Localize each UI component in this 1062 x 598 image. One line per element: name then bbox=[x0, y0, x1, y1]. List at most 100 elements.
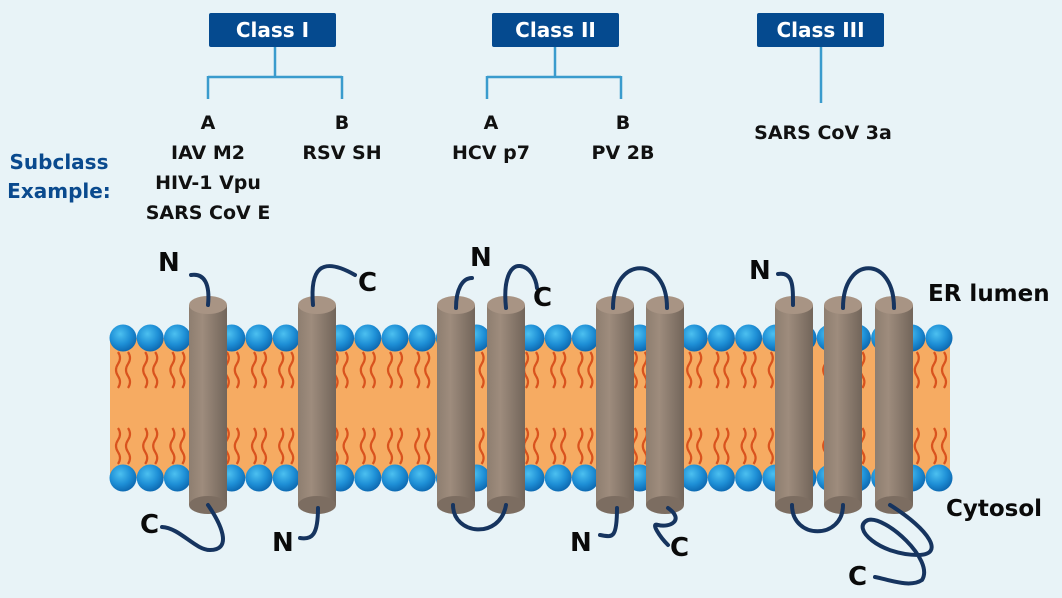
lipid-tail bbox=[169, 427, 176, 465]
example-protein: RSV SH bbox=[302, 142, 382, 164]
transmembrane-helix bbox=[596, 296, 634, 514]
lipid-tail bbox=[913, 351, 920, 389]
lipid-tail bbox=[414, 351, 421, 389]
lipid-head bbox=[381, 464, 409, 492]
transmembrane-helix bbox=[298, 296, 336, 514]
lipid-head bbox=[245, 464, 273, 492]
er-lumen-label: ER lumen bbox=[928, 281, 1050, 307]
loop-i-b-lumen bbox=[310, 264, 357, 307]
lipid-tail bbox=[686, 427, 693, 465]
terminus-label: N bbox=[749, 256, 771, 286]
lipid-head bbox=[109, 464, 137, 492]
terminus-label: N bbox=[570, 528, 592, 558]
lipid-head bbox=[707, 324, 735, 352]
terminus-label: N bbox=[272, 528, 294, 558]
lipid-tail bbox=[750, 427, 757, 465]
lipid-head bbox=[163, 464, 191, 492]
lipid-tail bbox=[114, 351, 122, 389]
lipid-tail bbox=[587, 351, 594, 389]
lipid-tail bbox=[386, 351, 394, 389]
class-iii-subclass: SARS CoV 3a bbox=[735, 118, 911, 148]
transmembrane-helix bbox=[875, 296, 913, 514]
lipid-head bbox=[272, 464, 300, 492]
lipid-head bbox=[707, 464, 735, 492]
lipid-tail bbox=[560, 427, 567, 465]
lipid-tail bbox=[250, 351, 258, 389]
loop-ii-a-cytosol bbox=[451, 503, 508, 532]
lipid-tail bbox=[940, 427, 948, 465]
lipid-tail bbox=[560, 351, 567, 389]
lipid-tail bbox=[930, 351, 938, 389]
lipid-tail bbox=[369, 351, 376, 389]
lipid-tail bbox=[750, 351, 757, 389]
lipid-tail bbox=[142, 351, 149, 389]
transmembrane-helix bbox=[189, 296, 227, 514]
lipid-head bbox=[245, 324, 273, 352]
lipid-head bbox=[571, 324, 599, 352]
lipid-tail bbox=[288, 351, 295, 389]
lipid-tail bbox=[767, 427, 774, 465]
lipid-tail bbox=[359, 351, 366, 389]
lipid-head bbox=[571, 464, 599, 492]
example-protein: HIV-1 Vpu bbox=[155, 172, 261, 194]
lipid-tail bbox=[577, 351, 584, 389]
class-i-subclass-b: B RSV SH bbox=[282, 108, 402, 168]
transmembrane-helix bbox=[824, 296, 862, 514]
lipid-head bbox=[680, 464, 708, 492]
lipid-tail bbox=[414, 427, 421, 465]
subclass-label-line2: Example: bbox=[7, 179, 111, 203]
class-i-connector bbox=[206, 47, 344, 99]
lipid-tail bbox=[767, 351, 774, 389]
lipid-head bbox=[544, 464, 572, 492]
lipid-head bbox=[925, 324, 953, 352]
lipid-tail bbox=[550, 351, 557, 389]
loop-ii-b-cytosol-n bbox=[598, 506, 619, 539]
lipid-tail bbox=[696, 351, 703, 389]
subclass-letter: A bbox=[200, 112, 216, 134]
loop-ii-b-cytosol-c bbox=[653, 506, 678, 547]
transmembrane-helix bbox=[487, 296, 525, 514]
lipid-head bbox=[408, 324, 436, 352]
terminus-label: C bbox=[848, 562, 868, 592]
lipid-tail bbox=[386, 427, 394, 465]
terminus-label: C bbox=[670, 533, 690, 563]
class-ii-connector bbox=[485, 47, 623, 99]
lipid-tail bbox=[740, 351, 747, 389]
lipid-head bbox=[925, 464, 953, 492]
class-i-subclass-a: A IAV M2 HIV-1 Vpu SARS CoV E bbox=[128, 108, 288, 228]
lipid-tail bbox=[532, 427, 540, 465]
terminus-label: N bbox=[158, 248, 180, 278]
loop-ii-a-lumen-n bbox=[454, 276, 474, 310]
lipid-head bbox=[163, 324, 191, 352]
subclass-label-line1: Subclass bbox=[9, 150, 109, 174]
lipid-tail bbox=[686, 351, 693, 389]
lipid-tail bbox=[478, 427, 485, 465]
example-protein: HCV p7 bbox=[452, 142, 530, 164]
loop-ii-a-lumen-c bbox=[503, 264, 539, 310]
lipid-tail bbox=[152, 427, 159, 465]
example-protein: PV 2B bbox=[591, 142, 655, 164]
class-i-box: Class I bbox=[209, 13, 336, 47]
lipid-tail bbox=[713, 427, 720, 465]
lipid-head bbox=[735, 464, 763, 492]
lipid-tail bbox=[713, 351, 720, 389]
class-ii-box: Class II bbox=[492, 13, 619, 47]
lipid-tail bbox=[577, 427, 584, 465]
lipid-tail bbox=[740, 427, 747, 465]
lipid-tail bbox=[179, 351, 186, 389]
lipid-tail bbox=[424, 427, 431, 465]
class-iii-box: Class III bbox=[757, 13, 884, 47]
transmembrane-helix bbox=[646, 296, 684, 514]
lipid-tail bbox=[342, 351, 349, 389]
lipid-head bbox=[136, 324, 164, 352]
transmembrane-helix bbox=[437, 296, 475, 514]
lipid-tail bbox=[260, 351, 268, 389]
class-tree-connectors bbox=[206, 47, 823, 103]
lipid-tail bbox=[396, 427, 404, 465]
lipid-tail bbox=[233, 351, 240, 389]
loop-i-a-lumen bbox=[189, 272, 211, 307]
lipid-tail bbox=[550, 427, 557, 465]
transmembrane-helix bbox=[775, 296, 813, 514]
lipid-tail bbox=[278, 427, 285, 465]
